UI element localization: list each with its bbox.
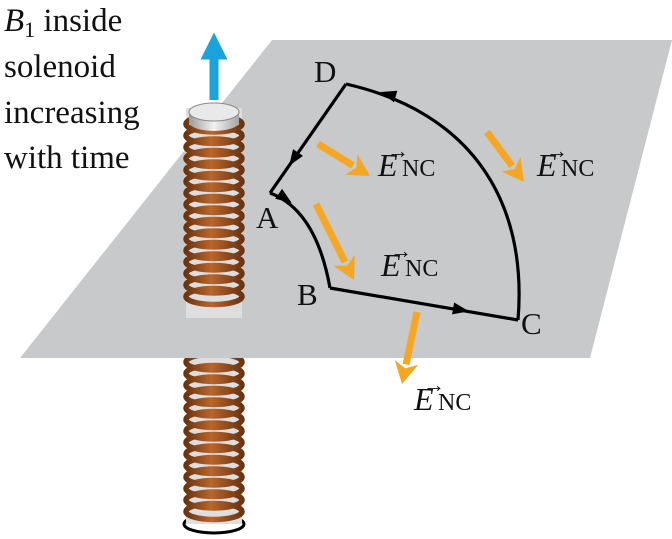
svg-text:E: E: [536, 147, 557, 183]
arrowhead-c-to-d: [380, 90, 398, 103]
coil-turn: [183, 205, 245, 227]
coil-turn: [183, 374, 245, 396]
field-label-3: → E NC: [380, 238, 438, 283]
coil-turn: [183, 454, 245, 477]
svg-text:→: →: [390, 238, 412, 263]
coil-turn: [183, 443, 245, 465]
coil-turn: [183, 500, 245, 523]
svg-text:NC: NC: [561, 156, 594, 182]
coil-turn: [183, 159, 245, 181]
coil-turn: [183, 216, 245, 239]
coil-turn: [183, 408, 245, 431]
coil-turn: [183, 466, 245, 488]
arrowhead-d-to-a: [289, 149, 304, 166]
point-label-a: A: [256, 200, 279, 235]
coil-turn: [183, 147, 245, 170]
coil-turn: [183, 477, 245, 500]
caption-line-1: B1 inside: [4, 3, 122, 42]
coil-turn: [183, 274, 245, 296]
field-arrow-2: [484, 129, 525, 182]
coil-turn: [183, 489, 245, 511]
caption-line-4: with time: [4, 140, 130, 176]
svg-text:→: →: [387, 138, 409, 163]
field-arrow-3: [312, 202, 355, 280]
point-label-b: B: [297, 277, 318, 312]
field-arrow-1: [316, 141, 371, 176]
coil-turn: [183, 228, 245, 250]
coil-turn: [183, 420, 245, 442]
coil-turn: [183, 431, 245, 454]
field-label-2: → E NC: [536, 138, 594, 183]
point-label-d: D: [314, 54, 336, 89]
caption-line-2: solenoid: [4, 49, 116, 85]
coil-turn: [183, 136, 245, 158]
svg-text:E: E: [413, 381, 434, 417]
arrowhead-b-to-c: [452, 302, 469, 315]
field-label-4: → E NC: [413, 372, 471, 417]
upper-solenoid: [183, 102, 245, 318]
coil-turn: [183, 397, 245, 419]
svg-text:→: →: [423, 372, 445, 397]
field-label-1: → E NC: [377, 138, 435, 183]
coil-turn: [183, 262, 245, 285]
coil-turn: [183, 285, 245, 308]
loop-direction-arrows: [275, 90, 469, 315]
caption: B1 inside solenoid increasing with time: [4, 3, 140, 176]
coil-turn: [183, 251, 245, 273]
svg-text:E: E: [377, 147, 398, 183]
coil-turn: [183, 239, 245, 262]
svg-text:NC: NC: [402, 156, 435, 182]
plane: [20, 40, 672, 358]
point-label-c: C: [521, 306, 542, 341]
field-arrow-4: [394, 311, 421, 385]
svg-text:E: E: [380, 247, 401, 283]
coil-turn: [183, 362, 245, 385]
svg-text:NC: NC: [438, 390, 471, 416]
coil-turn: [183, 170, 245, 193]
coil-turn: [183, 193, 245, 216]
caption-line-3: increasing: [4, 95, 140, 131]
svg-text:NC: NC: [405, 256, 438, 282]
arrowhead-a-to-b: [275, 188, 292, 204]
coil-turn: [183, 182, 245, 204]
coil-turn: [183, 385, 245, 408]
electric-field-arrows: [312, 129, 525, 385]
svg-text:→: →: [546, 138, 568, 163]
lower-solenoid: [182, 351, 246, 535]
